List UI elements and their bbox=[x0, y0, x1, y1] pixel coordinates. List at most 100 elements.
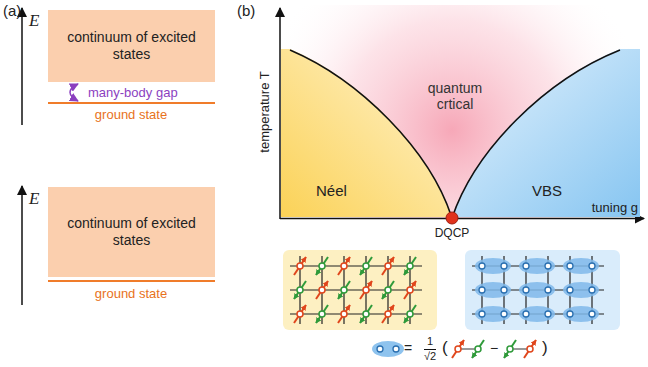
spin-arrow bbox=[524, 340, 536, 358]
quantum-critical-glow bbox=[281, 5, 640, 218]
ground-state-label: ground state bbox=[95, 108, 167, 121]
phase-boundary bbox=[290, 50, 452, 218]
phase-label: Néel bbox=[316, 183, 347, 198]
lattice-site bbox=[341, 311, 347, 317]
formula-spins bbox=[452, 340, 536, 358]
axis-label: temperature T bbox=[258, 71, 271, 152]
singlet-oval bbox=[563, 282, 599, 298]
lattice-site bbox=[589, 263, 595, 269]
lattice-site bbox=[377, 346, 383, 352]
spin-arrow bbox=[452, 340, 464, 358]
lattice-site bbox=[523, 263, 529, 269]
spin-arrow bbox=[316, 281, 328, 299]
box-label: continuum of excited states bbox=[48, 215, 215, 250]
singlet-oval bbox=[372, 341, 404, 357]
panel-label: (b) bbox=[237, 3, 255, 18]
tuning-axis bbox=[280, 218, 644, 220]
spin-arrow bbox=[294, 257, 306, 275]
energy-axis bbox=[21, 186, 23, 305]
gap-label: many-body gap bbox=[88, 86, 178, 99]
fraction-denominator: √2 bbox=[424, 351, 436, 362]
region-shape bbox=[281, 48, 452, 218]
singlet-oval bbox=[475, 258, 511, 274]
ground-state-label: ground state bbox=[95, 287, 167, 300]
lattice-site bbox=[297, 311, 303, 317]
lattice-site bbox=[297, 263, 303, 269]
spin-arrow bbox=[404, 257, 416, 275]
singlet-oval bbox=[563, 258, 599, 274]
neel-phase-region: Néel bbox=[281, 48, 452, 218]
spin-arrow bbox=[294, 305, 306, 323]
box-label: continuum of excited states bbox=[48, 29, 215, 64]
singlet-oval bbox=[519, 306, 555, 322]
fraction-numerator: 1 bbox=[427, 336, 433, 347]
lattice-site bbox=[385, 311, 391, 317]
lattice-site bbox=[319, 263, 325, 269]
axis-label: E bbox=[29, 12, 39, 29]
lattice-site bbox=[567, 287, 573, 293]
region-fill bbox=[281, 49, 452, 217]
neel-lattice-panel bbox=[283, 250, 437, 330]
excited-continuum-box: continuum of excited states bbox=[48, 187, 215, 277]
formula-symbol: − bbox=[490, 341, 498, 355]
lattice-site bbox=[363, 287, 369, 293]
spin-arrow bbox=[404, 281, 416, 299]
spin-arrow bbox=[360, 257, 372, 275]
spin-arrow bbox=[382, 257, 394, 275]
lattice-site bbox=[407, 311, 413, 317]
lattice-site bbox=[507, 346, 513, 352]
fraction-bar bbox=[424, 349, 436, 350]
lattice-site bbox=[407, 287, 413, 293]
lattice-site bbox=[501, 311, 507, 317]
lattice-site bbox=[475, 346, 481, 352]
lattice-bond bbox=[290, 265, 422, 266]
vbs-lattice-panel bbox=[465, 250, 620, 330]
formula-bracket: ( bbox=[442, 339, 448, 356]
spin-arrow bbox=[316, 257, 328, 275]
ground-state-line bbox=[48, 280, 215, 282]
lattice-site bbox=[567, 311, 573, 317]
spin-arrow bbox=[360, 305, 372, 323]
lattice-site bbox=[385, 263, 391, 269]
phase-boundary bbox=[452, 50, 620, 218]
singlet-oval bbox=[563, 306, 599, 322]
spin-arrow bbox=[338, 305, 350, 323]
region-label: quantum crtical bbox=[422, 80, 488, 112]
lattice-bond bbox=[290, 289, 422, 290]
phase-label: VBS bbox=[532, 183, 562, 198]
lattice-bond bbox=[290, 313, 422, 314]
lattice-site bbox=[527, 346, 533, 352]
lattice-site bbox=[319, 311, 325, 317]
lattice-site bbox=[567, 263, 573, 269]
lattice-site bbox=[363, 311, 369, 317]
region-fill bbox=[452, 49, 640, 217]
lattice-site bbox=[385, 287, 391, 293]
lattice-site bbox=[501, 287, 507, 293]
axis-label: tuning g bbox=[592, 201, 638, 214]
lattice-site bbox=[523, 311, 529, 317]
lattice-site bbox=[363, 263, 369, 269]
spin-arrow bbox=[360, 281, 372, 299]
lattice-site bbox=[501, 263, 507, 269]
formula-bracket: ) bbox=[542, 339, 548, 356]
gap-arrow bbox=[70, 84, 78, 101]
lattice-site bbox=[589, 311, 595, 317]
lattice-site bbox=[545, 263, 551, 269]
lattice-site bbox=[319, 287, 325, 293]
ground-state-line bbox=[48, 102, 215, 104]
neel-lattice bbox=[290, 256, 422, 324]
critical-point-label: DQCP bbox=[435, 227, 470, 239]
lattice-site bbox=[479, 311, 485, 317]
singlet-oval bbox=[519, 258, 555, 274]
spin-arrow bbox=[504, 340, 516, 358]
vbs-lattice bbox=[472, 256, 604, 324]
axis-label: E bbox=[29, 190, 39, 207]
singlet-oval bbox=[475, 282, 511, 298]
lattice-site bbox=[589, 287, 595, 293]
lattice-site bbox=[545, 311, 551, 317]
panel-label: (a) bbox=[3, 3, 21, 18]
critical-point-dot bbox=[446, 212, 458, 224]
lattice-site bbox=[407, 263, 413, 269]
lattice-site bbox=[341, 263, 347, 269]
